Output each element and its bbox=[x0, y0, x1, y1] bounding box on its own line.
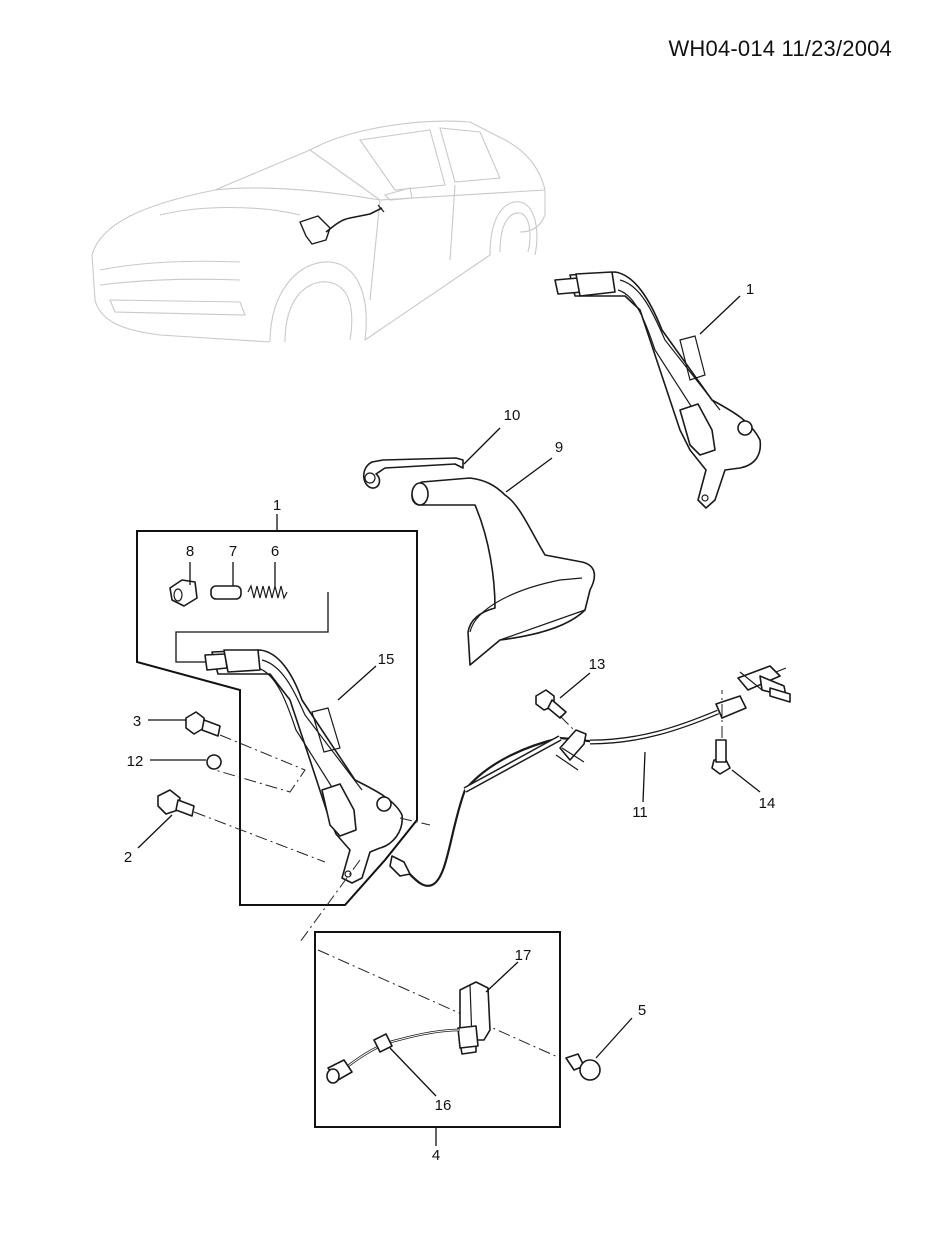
screw-13 bbox=[535, 689, 567, 719]
callout-5: 5 bbox=[638, 1002, 646, 1019]
screw-5 bbox=[565, 1053, 601, 1081]
callout-13: 13 bbox=[589, 656, 606, 673]
leader-lines bbox=[137, 295, 761, 1146]
nut-12 bbox=[206, 754, 222, 770]
callout-17: 17 bbox=[515, 947, 532, 964]
callout-7: 7 bbox=[229, 543, 237, 560]
callout-labels: 1 10 9 1 8 7 6 15 13 3 12 11 14 2 17 5 1… bbox=[124, 281, 776, 1164]
alignment-line-2 bbox=[193, 811, 326, 863]
lever-button-parts bbox=[169, 579, 288, 607]
brake-warning-switch bbox=[457, 981, 491, 1055]
callout-4: 4 bbox=[432, 1147, 440, 1164]
callout-10: 10 bbox=[504, 407, 521, 424]
callout-12: 12 bbox=[127, 753, 144, 770]
car-outline-illustration bbox=[91, 120, 546, 343]
alignment-line-3-12 bbox=[214, 734, 306, 793]
alignment-line-cable bbox=[399, 817, 431, 826]
callout-11: 11 bbox=[632, 804, 648, 821]
lever-subassembly-frame bbox=[136, 530, 418, 906]
callout-8: 8 bbox=[186, 543, 194, 560]
bolt-3 bbox=[185, 711, 221, 737]
callout-1-top: 1 bbox=[746, 281, 754, 298]
callout-6: 6 bbox=[271, 543, 279, 560]
callout-1-box: 1 bbox=[273, 497, 281, 514]
alignment-line-lever-switch bbox=[299, 859, 361, 943]
lever-body bbox=[204, 649, 403, 884]
drawing-id: WH04-014 11/23/2004 bbox=[668, 36, 892, 61]
spring-clip bbox=[362, 457, 464, 489]
parking-brake-lever-assembly bbox=[554, 271, 762, 509]
switch-subassembly-frame bbox=[314, 931, 561, 1128]
callout-14: 14 bbox=[759, 795, 776, 812]
callout-3: 3 bbox=[133, 713, 141, 730]
callout-16: 16 bbox=[435, 1097, 452, 1114]
alignment-line-13 bbox=[559, 715, 575, 731]
bolt-2 bbox=[157, 789, 195, 817]
callout-15: 15 bbox=[378, 651, 395, 668]
screw-14 bbox=[711, 739, 731, 775]
alignment-line-switch-screw bbox=[317, 949, 561, 1059]
callout-9: 9 bbox=[555, 439, 563, 456]
switch-harness bbox=[326, 1028, 461, 1084]
callout-2: 2 bbox=[124, 849, 132, 866]
parking-brake-cable bbox=[389, 665, 791, 887]
handle-grip-cover bbox=[411, 477, 596, 666]
bracket-line bbox=[175, 592, 329, 663]
